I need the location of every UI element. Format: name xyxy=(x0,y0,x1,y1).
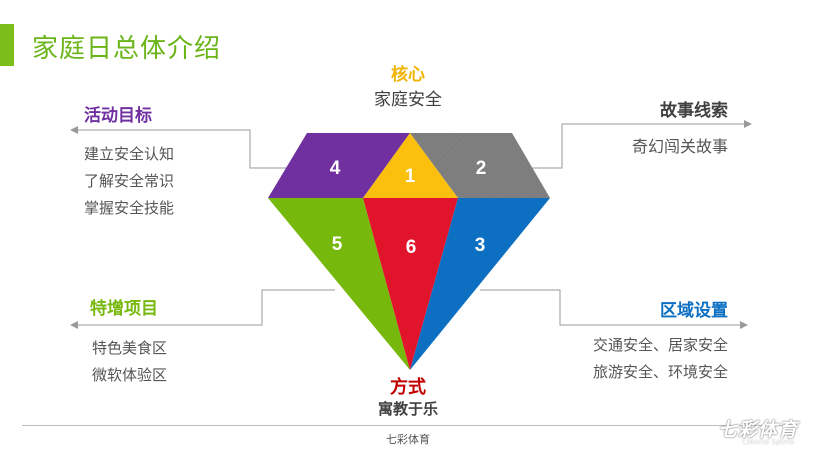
goal-item: 建立安全认知 xyxy=(84,145,175,163)
segment-4 xyxy=(268,133,410,198)
story-item: 奇幻闯关故事 xyxy=(631,137,728,156)
brand-logo: 七彩体育 xyxy=(717,419,798,441)
segment-label-6: 6 xyxy=(406,237,417,258)
special-item: 微软体验区 xyxy=(92,366,168,384)
segment-label-4: 4 xyxy=(330,158,341,179)
core-text: 家庭安全 xyxy=(374,90,442,110)
brand-logo-subtext: Colorful Sports xyxy=(742,438,794,446)
segment-label-3: 3 xyxy=(475,235,486,256)
method-heading: 方式 xyxy=(390,377,426,398)
goal-item: 掌握安全技能 xyxy=(84,199,175,217)
goal-list: 建立安全认知 了解安全常识 掌握安全技能 xyxy=(84,141,174,222)
zone-item: 交通安全、居家安全 xyxy=(592,336,728,354)
connector-right-top xyxy=(520,123,745,169)
goal-heading: 活动目标 xyxy=(84,106,152,126)
zone-item: 旅游安全、环境安全 xyxy=(592,363,728,381)
story-list: 奇幻闯关故事 xyxy=(632,133,728,160)
arrow-right-bottom xyxy=(740,321,748,329)
core-heading: 核心 xyxy=(391,65,425,85)
page-title: 家庭日总体介绍 xyxy=(32,34,222,64)
segment-label-1: 1 xyxy=(405,166,416,187)
arrow-left-bottom xyxy=(70,321,78,329)
method-text: 寓教于乐 xyxy=(377,400,438,418)
title-accent-bar xyxy=(0,24,14,66)
goal-item: 了解安全常识 xyxy=(84,172,175,190)
special-list: 特色美食区 微软体验区 xyxy=(92,335,167,389)
segment-6 xyxy=(363,198,458,370)
connector-left-bottom xyxy=(78,289,335,326)
zone-list: 交通安全、居家安全 旅游安全、环境安全 xyxy=(593,332,728,386)
footer-divider xyxy=(22,425,794,426)
segment-1 xyxy=(363,133,458,198)
segment-2-texture xyxy=(410,133,550,198)
footer-text: 七彩体育 xyxy=(386,433,430,446)
arrow-left-top xyxy=(70,126,78,134)
story-heading: 故事线索 xyxy=(660,101,728,121)
special-item: 特色美食区 xyxy=(92,339,168,357)
zone-heading: 区域设置 xyxy=(660,301,728,321)
connector-left-top xyxy=(78,129,300,169)
arrow-right-top xyxy=(744,120,752,128)
segment-3 xyxy=(410,198,550,370)
segment-label-2: 2 xyxy=(476,158,487,179)
connector-right-bottom xyxy=(480,289,740,326)
segment-label-5: 5 xyxy=(332,234,343,255)
segment-5 xyxy=(268,198,410,370)
special-heading: 特增项目 xyxy=(90,299,158,319)
